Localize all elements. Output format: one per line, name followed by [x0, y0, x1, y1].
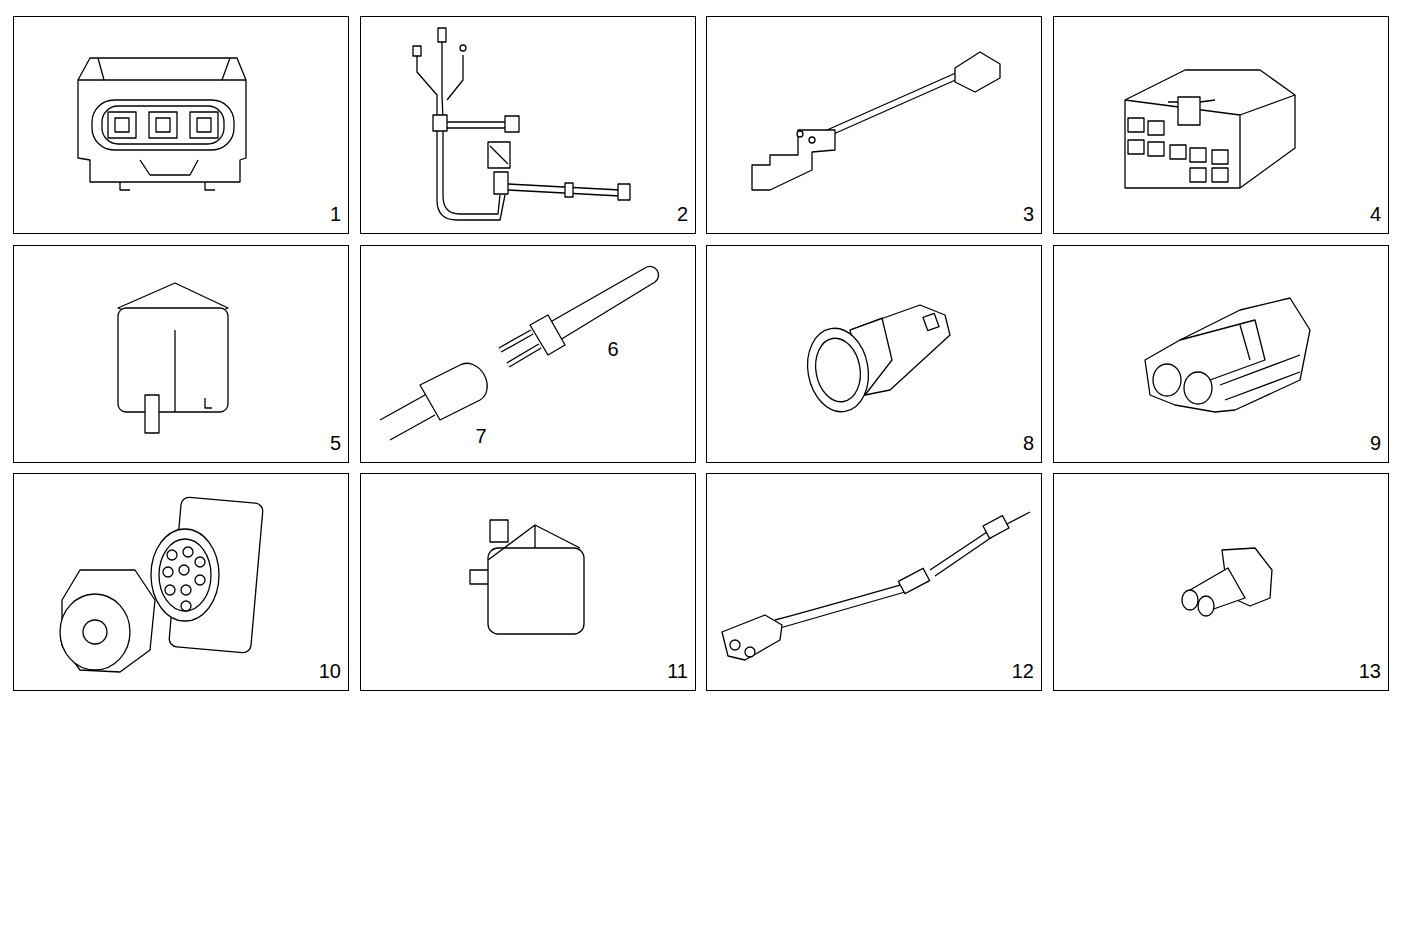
part-panel: 10 [13, 473, 349, 691]
part-panel: 13 [1053, 473, 1389, 691]
two-pin-connector [1145, 298, 1310, 412]
callout-number: 5 [330, 433, 341, 453]
part-panel: 5 [13, 245, 349, 463]
wiring-harness [413, 28, 630, 220]
part-panel: 9 [1053, 245, 1389, 463]
callout-number: 7 [475, 426, 486, 446]
part-panel: 4 [1053, 16, 1389, 234]
proximity-sensor [752, 52, 1000, 190]
part-panel: 8 [706, 245, 1042, 463]
temperature-sender [380, 266, 659, 440]
callout-number: 8 [1023, 433, 1034, 453]
callout-number: 1 [330, 204, 341, 224]
multi-pin-connector [1125, 70, 1295, 188]
circular-connector-cap [60, 497, 263, 672]
part-panel: 1 [13, 16, 349, 234]
round-connector [801, 305, 950, 417]
callout-number: 11 [667, 661, 688, 681]
part-panel: 11 [360, 473, 696, 691]
connector-housing [78, 58, 246, 190]
part-panel: 2 [360, 16, 696, 234]
callout-number: 4 [1370, 204, 1381, 224]
callout-number: 3 [1023, 204, 1034, 224]
callout-number: 2 [677, 204, 688, 224]
callout-number: 12 [1012, 661, 1034, 681]
relay [118, 283, 228, 433]
relay [470, 520, 584, 634]
callout-number: 10 [319, 661, 341, 681]
exhaust-temperature-sensor [722, 512, 1030, 660]
part-panel: 12 [706, 473, 1042, 691]
part-panel: 3 [706, 16, 1042, 234]
callout-number: 6 [607, 339, 618, 359]
callout-number: 9 [1370, 433, 1381, 453]
two-pin-plug [1182, 548, 1272, 616]
part-panel: 67 [360, 245, 696, 463]
callout-number: 13 [1359, 661, 1381, 681]
